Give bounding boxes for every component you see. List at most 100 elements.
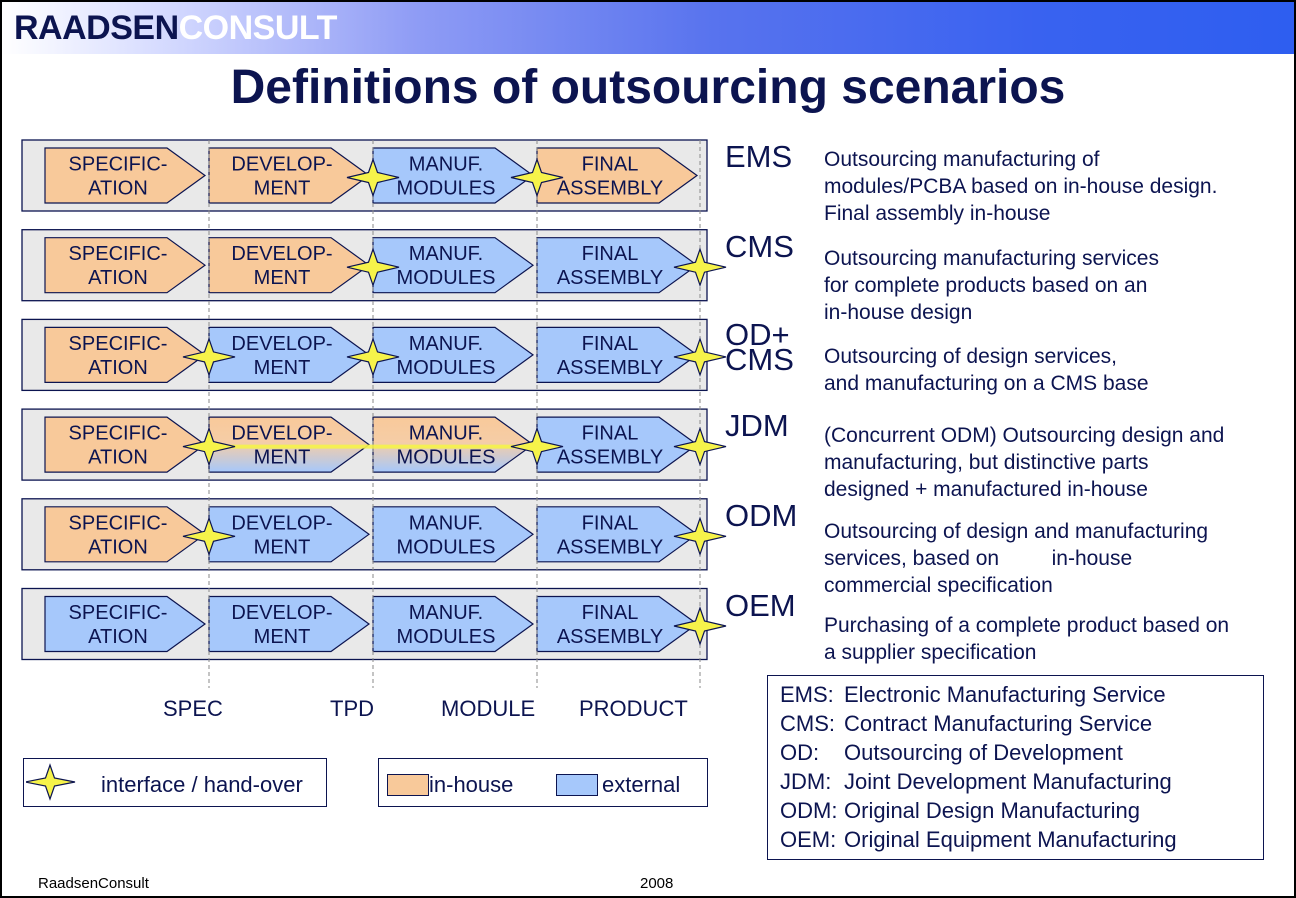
interface-star-icon (673, 247, 727, 288)
external-swatch (556, 774, 598, 796)
axis-label-product: PRODUCT (579, 696, 688, 721)
interface-star-icon (346, 247, 400, 288)
scenario-description: Purchasing of a complete product based o… (824, 614, 1230, 664)
stage-chevron (536, 595, 699, 653)
definitions-box: EMS: Electronic Manufacturing Service CMS… (767, 675, 1264, 860)
stage-label: MENT (254, 357, 311, 379)
in-house-swatch (387, 774, 429, 796)
stage-chevron (44, 326, 207, 383)
stage-label: MODULES (397, 178, 496, 200)
stage-label: MENT (254, 267, 311, 289)
scenario-abbr: ODM (725, 497, 798, 533)
stage-label: DEVELOP- (231, 423, 332, 445)
scenario-abbr: OD+ (725, 317, 790, 353)
legend-external-label: external (602, 772, 681, 797)
stage-chevron (372, 595, 535, 653)
scenario-abbr: EMS (725, 139, 793, 174)
definition-text: Electronic Manufacturing Service (844, 682, 1166, 707)
stage-label: ASSEMBLY (557, 357, 663, 379)
brand-logo: RAADSENCONSULT (14, 9, 337, 48)
stage-label: MENT (254, 178, 311, 200)
axis-label-spec: SPEC (163, 696, 223, 721)
definition-row: CMS: Contract Manufacturing Service (780, 711, 1152, 737)
stage-label: FINAL (582, 602, 639, 624)
scenario-row-cms: SPECIFIC-ATIONDEVELOP-MENTMANUF.MODULESF… (21, 229, 708, 302)
stage-label: ATION (88, 178, 148, 200)
scenario-row-ems: SPECIFIC-ATIONDEVELOP-MENTMANUF.MODULESF… (21, 139, 708, 212)
stage-label: MODULES (397, 447, 496, 469)
axis-label-tpd: TPD (330, 696, 374, 721)
definition-text: Original Equipment Manufacturing (844, 827, 1177, 852)
stage-label: SPECIFIC- (69, 333, 168, 355)
interface-star-icon (182, 426, 236, 467)
definition-abbr: EMS: (780, 682, 834, 707)
interface-star-icon (673, 516, 727, 557)
brand-part2: CONSULT (178, 9, 338, 47)
stage-label: FINAL (582, 243, 639, 265)
stage-label: MENT (254, 626, 311, 648)
scenario-abbr: CMS (725, 228, 794, 264)
header-banner: RAADSENCONSULT (2, 2, 1294, 54)
scenario-description: Outsourcing manufacturing of modules/PCB… (824, 148, 1218, 225)
definition-row: OD:Outsourcing of Development (780, 740, 1123, 766)
definition-text: Contract Manufacturing Service (844, 711, 1153, 736)
stage-label: SPECIFIC- (69, 243, 168, 265)
interface-star-icon (182, 516, 236, 557)
legend-color-box: in-house external (378, 758, 708, 807)
definition-abbr: ODM: (780, 798, 838, 823)
stage-label: ASSEMBLY (557, 536, 663, 558)
stage-chevron (44, 237, 207, 294)
definition-text: Outsourcing of Development (844, 740, 1123, 765)
stage-label: DEVELOP- (231, 602, 332, 624)
stage-label: ATION (88, 626, 148, 648)
stage-label: DEVELOP- (231, 333, 332, 355)
footer-year: 2008 (640, 875, 674, 892)
stage-label: MODULES (397, 536, 496, 558)
stage-chevron (44, 416, 207, 473)
interface-star-icon (346, 337, 400, 377)
stage-label: DEVELOP- (231, 243, 332, 265)
definition-row: EMS: Electronic Manufacturing Service (780, 682, 1166, 708)
stage-label: MENT (254, 536, 311, 558)
stage-label: ATION (88, 267, 148, 289)
legend-interface-box: interface / hand-over (23, 758, 327, 807)
definition-text: Original Design Manufacturing (844, 798, 1140, 823)
definition-text: Joint Development Manufacturing (844, 769, 1172, 794)
scenario-row-oem: SPECIFIC-ATIONDEVELOP-MENTMANUF.MODULESF… (21, 587, 708, 661)
scenario-abbr: OEM (725, 587, 796, 623)
stage-chevron (44, 595, 207, 653)
interface-star-icon (182, 337, 236, 377)
stage-label: SPECIFIC- (69, 602, 168, 624)
stage-label: MANUF. (409, 423, 483, 445)
legend-interface-label: interface / hand-over (101, 772, 303, 797)
interface-star-icon (510, 157, 564, 198)
page-title: Definitions of outsourcing scenarios (230, 61, 1066, 114)
stage-label: FINAL (582, 512, 639, 534)
scenario-description: Outsourcing of design and manufacturing … (824, 520, 1209, 597)
stage-label: DEVELOP- (231, 154, 332, 176)
definition-row: JDM:Joint Development Manufacturing (780, 769, 1172, 795)
stage-label: ATION (88, 357, 148, 379)
stage-chevron (208, 147, 371, 204)
stage-label: MANUF. (409, 333, 483, 355)
stage-label: DEVELOP- (231, 512, 332, 534)
stage-label: ASSEMBLY (557, 626, 663, 648)
stage-chevron (536, 506, 699, 563)
stage-label: ASSEMBLY (557, 178, 663, 200)
stage-chevron (208, 595, 371, 653)
definition-abbr: CMS: (780, 711, 835, 736)
stage-label: MANUF. (409, 602, 483, 624)
interface-star-icon (673, 337, 727, 377)
stage-label: ATION (88, 536, 148, 558)
definition-row: ODM:Original Design Manufacturing (780, 798, 1140, 824)
stage-label: MANUF. (409, 154, 483, 176)
stage-label: SPECIFIC- (69, 423, 168, 445)
stage-label: FINAL (582, 333, 639, 355)
stage-label: SPECIFIC- (69, 512, 168, 534)
stage-label: MENT (254, 447, 311, 469)
interface-star-icon (673, 426, 727, 467)
stage-chevron (44, 147, 207, 204)
definition-row: OEM:Original Equipment Manufacturing (780, 827, 1177, 853)
stage-label: MODULES (397, 267, 496, 289)
